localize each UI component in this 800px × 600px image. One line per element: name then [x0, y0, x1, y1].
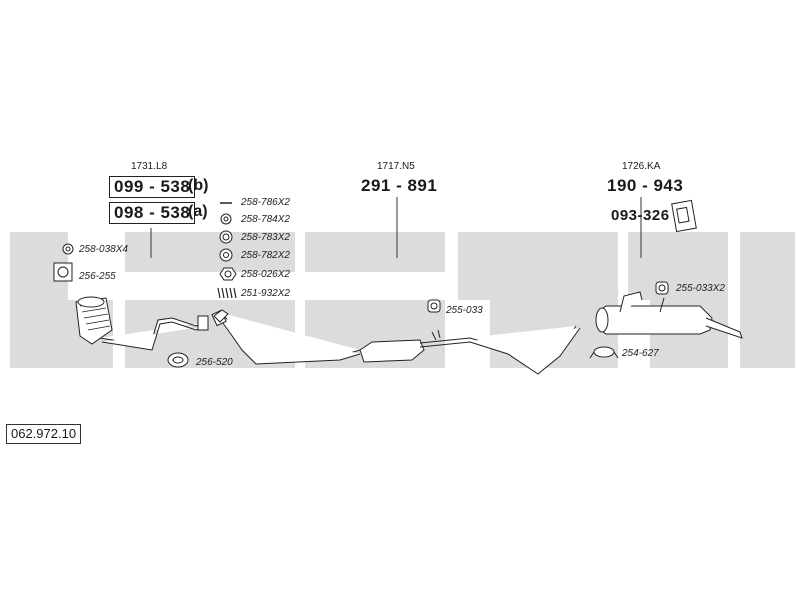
- middle-group-code: 1717.N5: [377, 161, 415, 172]
- spring-icon: [217, 287, 237, 299]
- front-pipe: [211, 309, 361, 365]
- rear-silencer: [595, 291, 743, 339]
- front-part-a: 098 - 538: [109, 202, 196, 224]
- leader-lines: [150, 197, 642, 258]
- flange-icon: [197, 315, 209, 331]
- part-256-520: 256-520: [196, 357, 233, 368]
- rear-part: 190 - 943: [607, 176, 684, 195]
- part-256-255: 256-255: [79, 271, 116, 282]
- part-254-627: 254-627: [622, 348, 659, 359]
- part-251-932: 251-932X2: [241, 288, 290, 299]
- front-suffix-b: (b): [188, 177, 209, 194]
- rear-bracket-part: 093-326: [611, 207, 670, 224]
- catalytic-converter: [75, 296, 209, 351]
- part-258-038: 258-038X4: [79, 244, 128, 255]
- component-icons: [53, 199, 697, 368]
- front-suffix-a: (a): [188, 203, 208, 220]
- front-group-code: 1731.L8: [131, 161, 168, 172]
- rear-group-code: 1726.KA: [622, 161, 661, 172]
- front-part-b: 099 - 538: [109, 176, 196, 198]
- middle-part: 291 - 891: [361, 176, 438, 195]
- clamp-icon: [593, 346, 615, 358]
- middle-silencer: [359, 325, 581, 375]
- diagram-number: 062.972.10: [6, 424, 82, 444]
- part-258-782: 258-782X2: [241, 250, 290, 261]
- part-258-783: 258-783X2: [241, 232, 290, 243]
- flange-icon: [213, 309, 229, 323]
- part-255-033x2: 255-033X2: [676, 283, 725, 294]
- part-258-026: 258-026X2: [241, 269, 290, 280]
- part-258-786: 258-786X2: [241, 197, 290, 208]
- part-255-033: 255-033: [446, 305, 483, 316]
- part-258-784: 258-784X2: [241, 214, 290, 225]
